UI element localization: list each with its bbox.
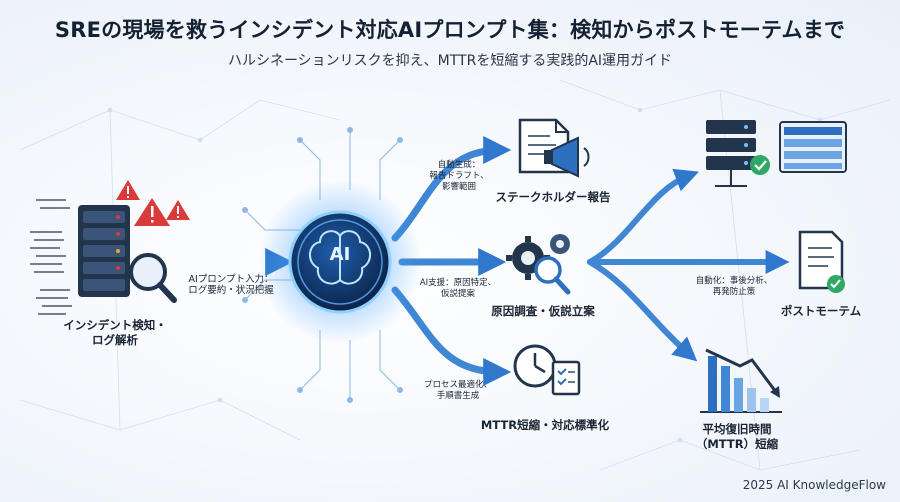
- edge-input-line1: AIプロンプト入力：: [188, 274, 274, 285]
- footer-credit: 2025 AI KnowledgeFlow: [742, 478, 886, 492]
- edge-input-label: AIプロンプト入力： ログ要約・状況把握: [176, 274, 286, 296]
- node-mttr-metric: 平均復旧時間 （MTTR）短縮: [682, 422, 792, 452]
- node-incident-detection: インシデント検知・ ログ解析: [40, 318, 190, 348]
- node-mttr-metric-line1: 平均復旧時間: [702, 422, 772, 436]
- postmortem-document-icon: [798, 230, 845, 293]
- node-root-cause: 原因調査・仮説立案: [491, 304, 595, 318]
- checklist-icon: [551, 360, 581, 396]
- server-check-icon: [706, 120, 756, 187]
- ai-hub: [258, 180, 422, 344]
- node-mttr-standardize: MTTR短縮・対応標準化: [480, 418, 610, 432]
- edge-auto-generate-line3: 影響範囲: [441, 182, 476, 192]
- edge-process-label: プロセス最適化、 手順書生成: [418, 380, 498, 402]
- edge-auto-generate-line1: 自動生成：: [437, 160, 481, 170]
- edge-automation-line2: 再発防止策: [712, 287, 756, 297]
- magnifier-icon: [129, 253, 177, 303]
- edge-automation-line1: 自動化：事後分析、: [695, 276, 773, 286]
- node-stakeholder-report: ステークホルダー報告: [495, 190, 611, 204]
- clock-icon: [513, 344, 557, 388]
- node-mttr-metric-line2: （MTTR）短縮: [695, 437, 779, 451]
- rootcause-magnifier-icon: [534, 256, 571, 295]
- edge-auto-generate-label: 自動生成： 報告ドラフト、 影響範囲: [424, 160, 494, 193]
- page-subtitle: ハルシネーションリスクを抑え、MTTRを短縮する実践的AI運用ガイド: [227, 53, 673, 69]
- edge-process-line2: 手順書生成: [436, 391, 480, 401]
- mttr-chart-icon: [700, 348, 782, 413]
- ai-hub-label: AI: [329, 244, 351, 265]
- alert-icon: [116, 180, 190, 226]
- node-incident-detection-line2: ログ解析: [92, 333, 138, 347]
- node-postmortem: ポストモーテム: [780, 304, 862, 318]
- edge-auto-generate-line2: 報告ドラフト、: [429, 171, 489, 181]
- megaphone-icon: [544, 136, 590, 178]
- edge-ai-support-line2: 仮説提案: [440, 289, 475, 299]
- brain-icon: [309, 230, 371, 285]
- edge-automation-label: 自動化：事後分析、 再発防止策: [686, 276, 782, 298]
- gears-icon: [506, 234, 570, 280]
- node-incident-detection-line1: インシデント検知・: [63, 318, 167, 332]
- log-text-icon: [30, 199, 72, 315]
- edge-input-line2: ログ要約・状況把握: [188, 285, 274, 296]
- data-table-icon: [750, 121, 847, 175]
- edge-ai-support-label: AI支援：原因特定、 仮説提案: [412, 278, 504, 300]
- page-title: SREの現場を救うインシデント対応AIプロンプト集：検知からポストモーテムまで: [54, 18, 846, 42]
- server-rack-icon: [78, 205, 130, 297]
- arrow-to-server-check: [587, 168, 699, 265]
- arrow-to-mttr-metric: [587, 259, 698, 362]
- edge-ai-support-line1: AI支援：原因特定、: [419, 278, 497, 288]
- edge-process-line1: プロセス最適化、: [423, 380, 492, 390]
